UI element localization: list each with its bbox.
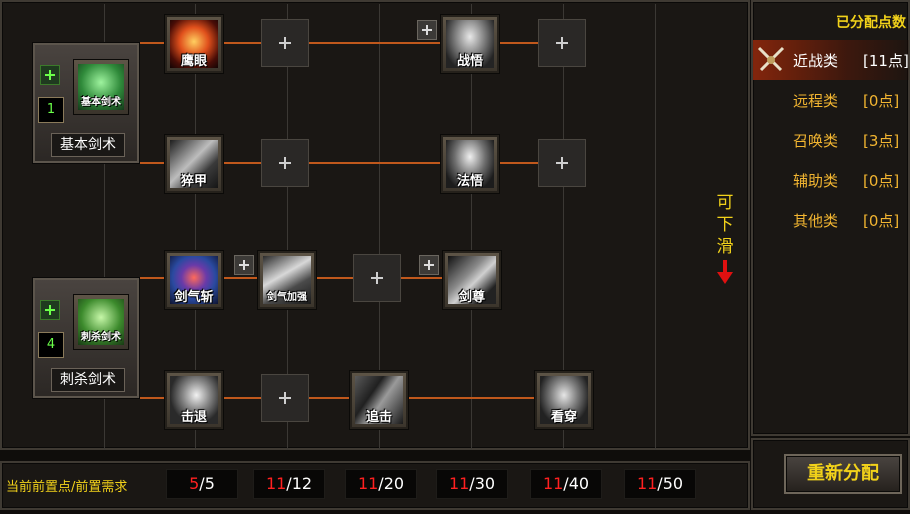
skill-magic-insight[interactable]: 法悟 [440, 134, 500, 194]
base-skill-assassinate-sword[interactable]: 4 刺杀剑术 刺杀剑术 [32, 277, 140, 399]
shatter-armor-icon [170, 140, 218, 188]
prereq-item: 11/50 [624, 469, 696, 499]
skill-level-count: 1 [38, 97, 64, 123]
skill-sword-qi-slash[interactable]: 剑气斩 [164, 250, 224, 310]
pierce-icon [540, 376, 588, 424]
skill-eagle-eye[interactable]: 鹰眼 [164, 14, 224, 74]
category-ranged[interactable]: 远程类 [0点] [793, 92, 900, 110]
empty-skill-slot[interactable] [261, 374, 309, 422]
add-point-button[interactable] [40, 65, 60, 85]
skill-battle-insight[interactable]: 战悟 [440, 14, 500, 74]
prereq-item: 5/5 [166, 469, 238, 499]
base-skill-name: 刺杀剑术 [51, 368, 125, 392]
reset-button[interactable]: 重新分配 [784, 454, 902, 494]
empty-skill-slot[interactable] [261, 19, 309, 67]
sword-qi-boost-icon [263, 256, 311, 304]
empty-skill-slot[interactable] [538, 139, 586, 187]
pursuit-icon [355, 376, 403, 424]
sword-qi-slash-icon [170, 256, 218, 304]
scroll-hint: 可 下 滑 [714, 192, 736, 284]
prereq-label: 当前前置点/前置需求 [6, 480, 128, 495]
eagle-eye-icon [170, 20, 218, 68]
knockback-icon [170, 376, 218, 424]
add-point-button[interactable] [234, 255, 254, 275]
allocated-points-label: 已分配点数 [836, 15, 906, 31]
skill-level-count: 4 [38, 332, 64, 358]
skill-shatter-armor[interactable]: 猝甲 [164, 134, 224, 194]
base-skill-name: 基本剑术 [51, 133, 125, 157]
basic-sword-icon: 基本剑术 [73, 59, 129, 115]
prereq-item: 11/40 [530, 469, 602, 499]
skill-knockback[interactable]: 击退 [164, 370, 224, 430]
battle-insight-icon [446, 20, 494, 68]
add-point-button[interactable] [40, 300, 60, 320]
empty-skill-slot[interactable] [353, 254, 401, 302]
skill-pierce[interactable]: 看穿 [534, 370, 594, 430]
category-other[interactable]: 其他类 [0点] [793, 212, 900, 230]
magic-insight-icon [446, 140, 494, 188]
category-panel: 已分配点数 近战类 [11点] 远程类 [0点] 召唤类 [3点] 辅助类 [0… [751, 0, 910, 436]
prereq-item: 11/20 [345, 469, 417, 499]
assassinate-sword-icon: 刺杀剑术 [73, 294, 129, 350]
skill-pursuit[interactable]: 追击 [349, 370, 409, 430]
sword-venerable-icon [448, 256, 496, 304]
empty-skill-slot[interactable] [538, 19, 586, 67]
category-summon[interactable]: 召唤类 [3点] [793, 132, 900, 150]
base-skill-basic-sword[interactable]: 1 基本剑术 基本剑术 [32, 42, 140, 164]
add-point-button[interactable] [417, 20, 437, 40]
category-melee[interactable]: 近战类 [11点] [753, 40, 909, 80]
prereq-item: 11/30 [436, 469, 508, 499]
crossed-swords-icon [757, 46, 785, 72]
prereq-item: 11/12 [253, 469, 325, 499]
empty-skill-slot[interactable] [261, 139, 309, 187]
skill-sword-qi-boost[interactable]: 剑气加强 [257, 250, 317, 310]
arrow-down-icon [717, 260, 733, 284]
skill-sword-venerable[interactable]: 剑尊 [442, 250, 502, 310]
add-point-button[interactable] [419, 255, 439, 275]
category-support[interactable]: 辅助类 [0点] [793, 172, 900, 190]
